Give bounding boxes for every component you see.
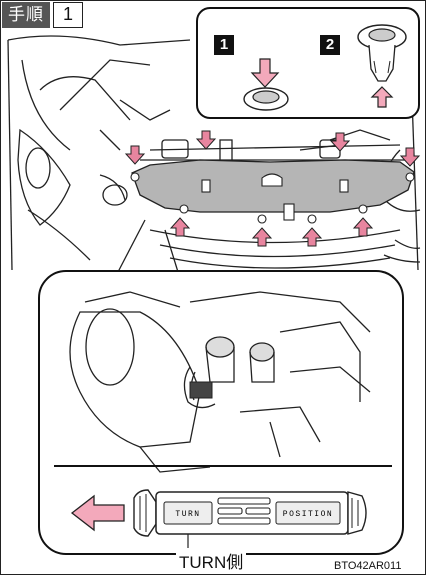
up-arrow-marker-1 xyxy=(171,218,189,236)
step-number: 1 xyxy=(53,2,83,28)
knob-position-text: POSITION xyxy=(283,510,333,519)
figure-code: BTO42AR011 xyxy=(334,560,401,572)
down-arrow-marker-3 xyxy=(331,133,349,151)
up-arrow-marker-3 xyxy=(303,228,321,246)
step-label: 手順 xyxy=(2,2,50,28)
turn-side-caption: TURN側 xyxy=(176,548,246,573)
pull-left-arrow-icon xyxy=(72,496,124,530)
detail-callout-box: TURN POSITION xyxy=(38,270,404,555)
up-arrow-marker-2 xyxy=(253,228,271,246)
up-arrow-marker-4 xyxy=(354,218,372,236)
pull-up-arrow-icon xyxy=(372,87,392,107)
down-arrow-marker-1 xyxy=(126,146,144,164)
knob-turn-text: TURN xyxy=(175,510,200,519)
press-down-arrow-icon xyxy=(252,59,278,87)
headlight-connector-detail: TURN POSITION xyxy=(40,272,406,557)
step-indicator: 手順 1 xyxy=(2,2,83,28)
down-arrow-marker-4 xyxy=(401,148,419,166)
down-arrow-marker-2 xyxy=(197,131,215,149)
clip-legend-box: 1 2 xyxy=(196,7,420,119)
clip-removal-illustration xyxy=(198,9,422,121)
